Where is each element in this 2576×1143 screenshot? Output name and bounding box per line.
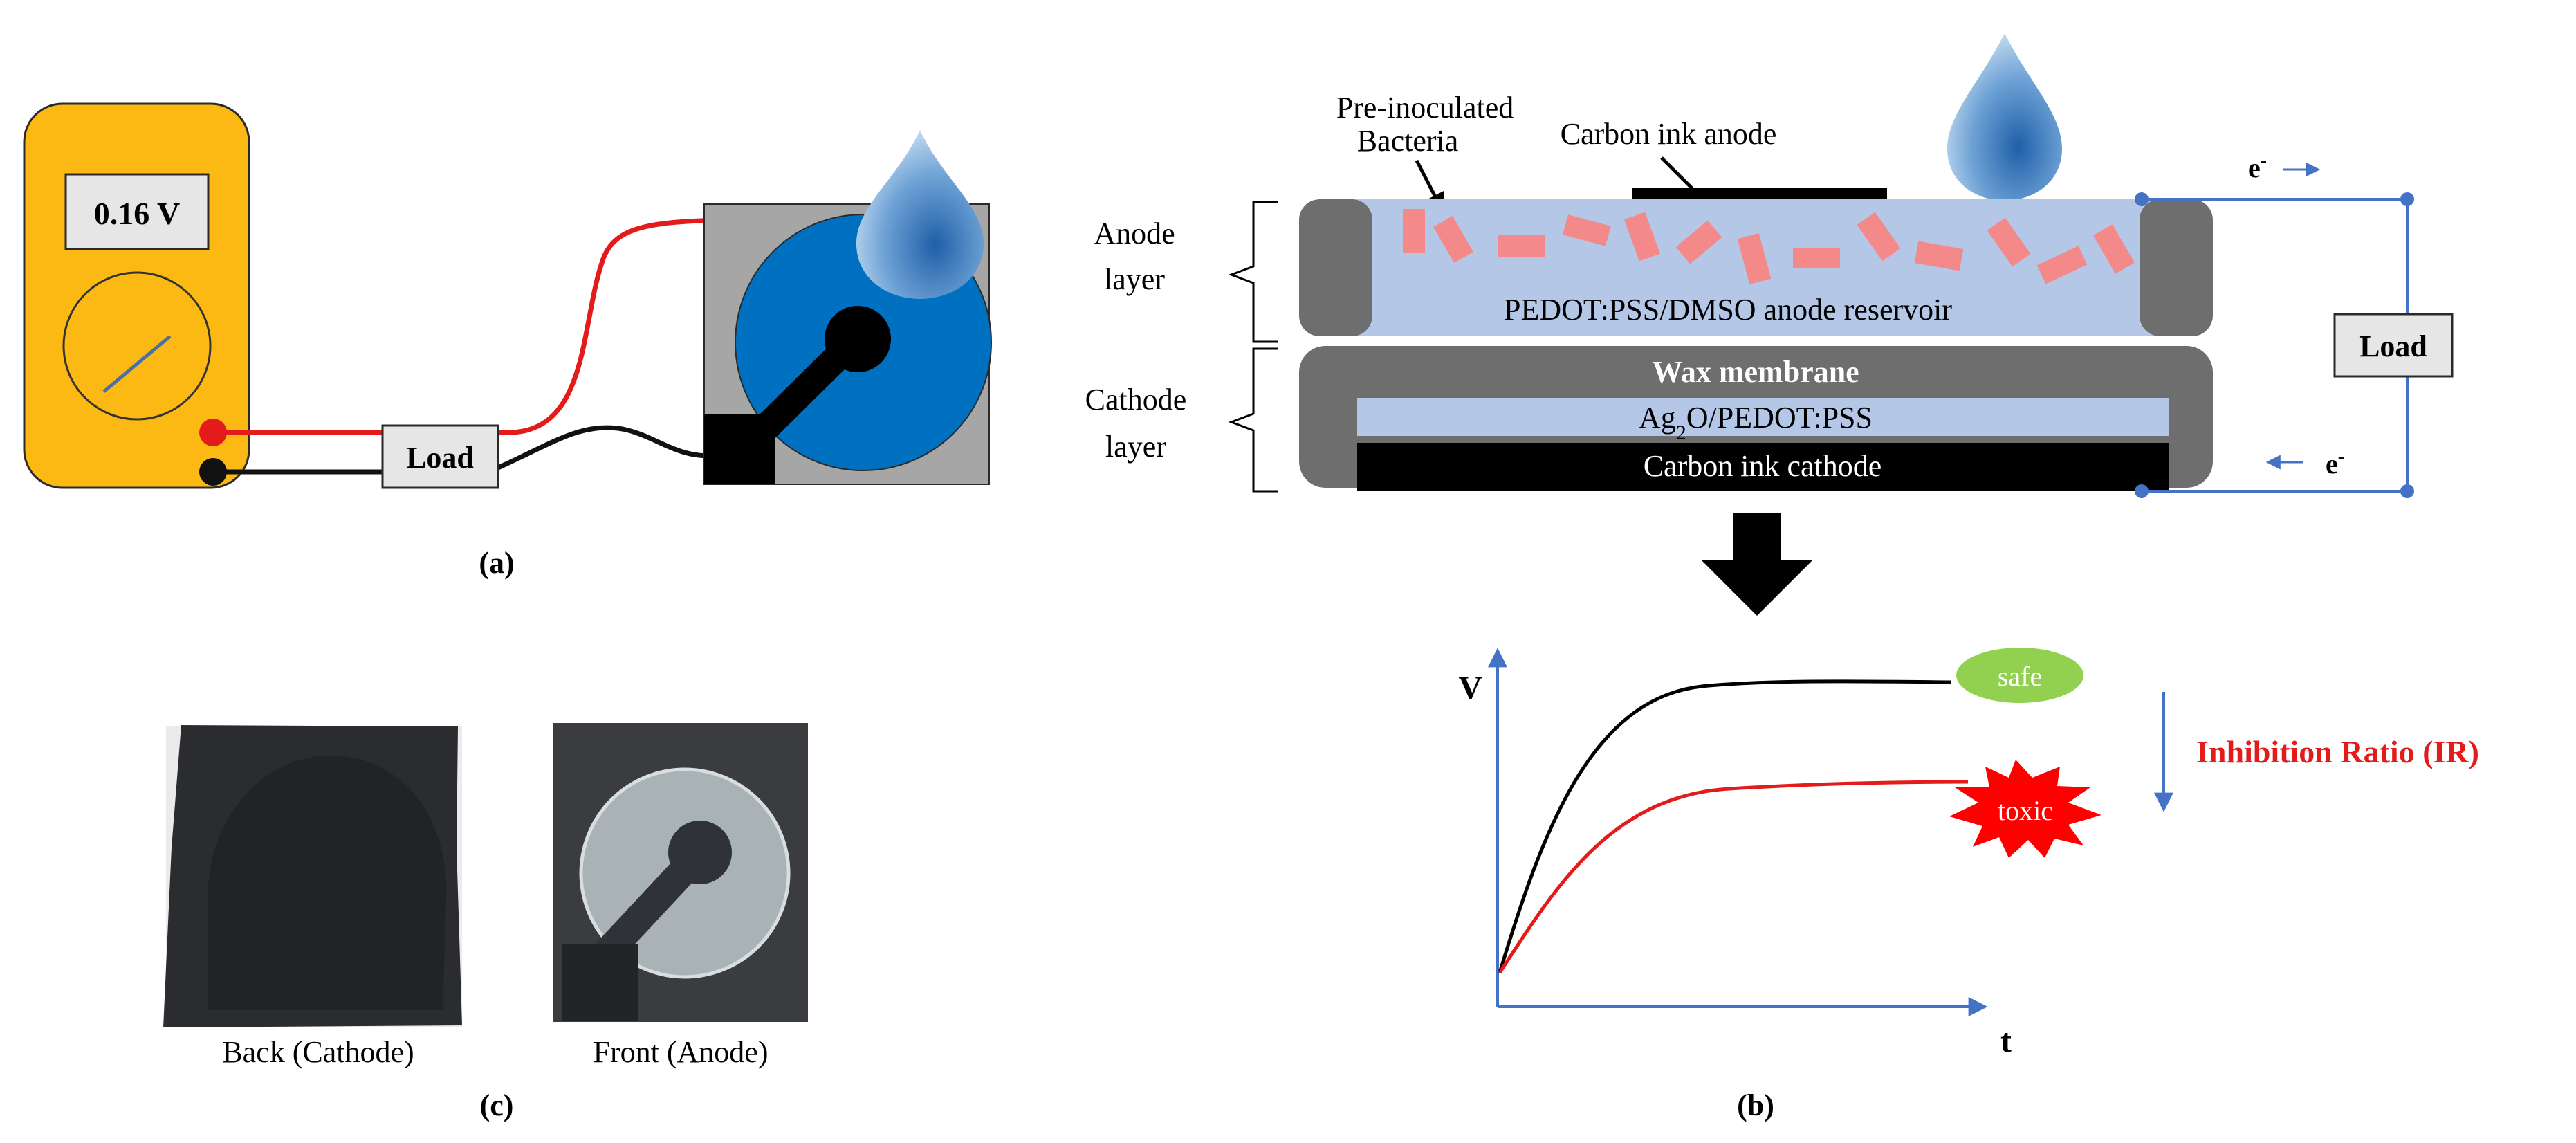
bacteria-cluster [1403, 209, 2135, 284]
bacterium [2036, 246, 2088, 284]
anode-layer: PEDOT:PSS/DMSO anode reservoir [1299, 188, 2213, 336]
panel-b: Pre-inoculated Bacteria Carbon ink anode… [1085, 33, 2479, 1122]
reservoir-label: PEDOT:PSS/DMSO anode reservoir [1504, 293, 1952, 327]
ag2o-label-main: Ag [1639, 401, 1676, 435]
anode-layer-label-line2: layer [1104, 262, 1165, 296]
meter-dial [62, 271, 212, 421]
electron-symbol-bottom: e [2326, 448, 2338, 479]
front-caption: Front (Anode) [594, 1035, 769, 1069]
electron-symbol-top: e [2248, 152, 2261, 183]
bacterium [1433, 216, 1473, 263]
voltage-graph: V t safe toxic Inhibition Ratio (IR) [1458, 648, 2479, 1059]
wax-membrane-label: Wax membrane [1652, 355, 1859, 389]
terminal-pad [704, 414, 775, 484]
back-cathode-photo: Back (Cathode) [163, 725, 462, 1069]
sensor-schematic [703, 130, 992, 485]
safe-badge [1956, 648, 2083, 703]
anode-layer-bracket [1228, 201, 1278, 343]
x-axis-label: t [2000, 1023, 2012, 1059]
front-terminal-pad [562, 944, 638, 1021]
ag2o-label-rest: O/PEDOT:PSS [1686, 401, 1873, 435]
process-down-arrow [1702, 513, 1812, 616]
electron-charge-bottom: - [2338, 446, 2344, 468]
toxic-label: toxic [1998, 795, 2053, 826]
safe-curve [1498, 679, 1951, 973]
bacterium [1498, 235, 1545, 257]
electron-charge-top: - [2261, 150, 2267, 172]
water-drop-icon [1947, 33, 2062, 201]
panel-c: Back (Cathode) Front (Anode) (c) [163, 723, 808, 1122]
back-electrode-disc [208, 756, 447, 1010]
back-caption: Back (Cathode) [222, 1035, 414, 1069]
panel-a: 0.16 V Load (a) [23, 102, 992, 580]
front-anode-pad [668, 821, 732, 884]
bacterium [1563, 214, 1611, 246]
anode-spacer-right [2140, 199, 2213, 336]
safe-label: safe [1998, 661, 2042, 692]
carbon-cathode-label: Carbon ink cathode [1644, 449, 1882, 483]
wire-node [2135, 192, 2149, 206]
water-drop-icon [856, 130, 984, 299]
positive-lead [213, 217, 727, 435]
carbon-anode-label: Carbon ink anode [1561, 117, 1777, 151]
negative-lead-to-sensor [497, 425, 720, 470]
anode-contact-pad [825, 306, 891, 372]
bacteria-label-line2: Bacteria [1357, 124, 1459, 158]
ag2o-layer [1357, 398, 2169, 436]
bacterium [1857, 212, 1901, 262]
wire-node [2400, 192, 2414, 206]
carbon-ink-cathode [1357, 443, 2169, 491]
carbon-ink-anode [1632, 188, 1887, 199]
external-circuit: Load e- e- [2135, 150, 2454, 498]
bacterium [2093, 224, 2135, 274]
cathode-layer-bracket [1228, 347, 1278, 493]
bacterium [1793, 248, 1840, 268]
anode-layer-label-line1: Anode [1094, 217, 1175, 250]
back-texture [166, 726, 462, 1027]
meter-needle [102, 335, 172, 393]
multimeter: 0.16 V [23, 102, 250, 489]
anode-reservoir [1299, 199, 2181, 336]
multimeter-display [64, 173, 210, 250]
ag2o-label: Ag2O/PEDOT:PSS [1639, 401, 1873, 444]
bacterium [1624, 212, 1660, 262]
toxic-badge [1949, 760, 2101, 858]
inhibition-ratio-label: Inhibition Ratio (IR) [2196, 734, 2479, 769]
caption-a: (a) [479, 546, 514, 580]
load-box-a [381, 424, 499, 489]
bacterium [1737, 233, 1772, 284]
load-box-b [2333, 313, 2454, 378]
bacterium [1403, 209, 1425, 253]
meter-reading: 0.16 V [94, 196, 180, 231]
load-label-b: Load [2359, 329, 2427, 363]
electron-label-top: e- [2248, 150, 2267, 184]
toxic-curve [1498, 780, 1969, 974]
cathode-layer: Wax membrane Ag2O/PEDOT:PSS Carbon ink c… [1299, 346, 2213, 491]
bacteria-label-line1: Pre-inoculated [1336, 91, 1514, 125]
y-axis-label: V [1458, 670, 1482, 706]
load-label-a: Load [406, 441, 474, 475]
electron-label-bottom: e- [2326, 446, 2344, 480]
wire-node [2400, 484, 2414, 498]
anode-spacer-left [1299, 199, 1372, 336]
cathode-layer-label-line1: Cathode [1085, 383, 1187, 417]
front-anode-photo: Front (Anode) [553, 723, 808, 1069]
bacterium [1675, 220, 1722, 264]
bacterium [1914, 241, 1964, 271]
ag2o-label-sub: 2 [1676, 421, 1686, 444]
caption-b: (b) [1737, 1088, 1774, 1122]
bacterium [1987, 217, 2031, 267]
caption-c: (c) [480, 1088, 514, 1122]
cathode-layer-label-line2: layer [1105, 430, 1166, 464]
carbon-anode-pointer [1660, 156, 1698, 194]
wire-node [2135, 484, 2149, 498]
